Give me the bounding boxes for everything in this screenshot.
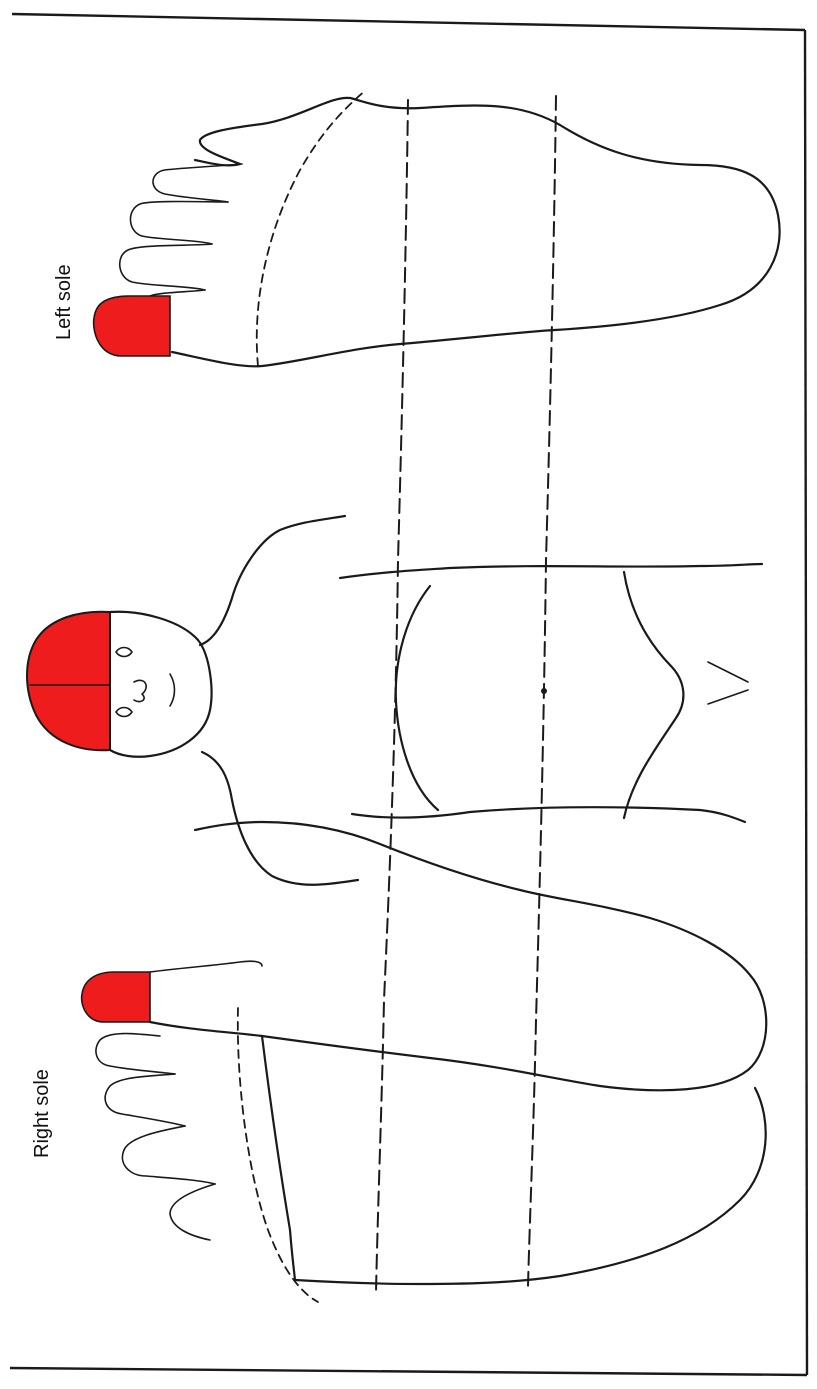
right-sole-heel: [295, 1088, 766, 1284]
right-sole-toe-4: [122, 1126, 215, 1184]
left-sole-toe-5: [150, 290, 205, 296]
right-sole: [82, 822, 767, 1302]
right-sole-toe-5: [170, 1184, 215, 1240]
frame-right-edge: [805, 30, 807, 1375]
face-outline: [110, 612, 212, 757]
left-sole-toe-3: [130, 202, 228, 245]
groin-line-2: [708, 690, 748, 704]
right-eye: [116, 708, 132, 717]
right-sole-toe-3: [105, 1074, 185, 1126]
right-big-toe: [82, 972, 150, 1022]
right-big-toe-base: [150, 961, 262, 972]
neck-right: [202, 752, 358, 885]
right-sole-outline: [150, 822, 766, 1090]
left-sole: [94, 90, 780, 366]
left-sole-outline: [172, 98, 780, 366]
right-sole-toe-2: [96, 1034, 175, 1075]
groin-line: [708, 662, 748, 682]
frame-top-edge: [12, 14, 805, 30]
left-eye: [116, 648, 132, 657]
left-big-toe: [94, 296, 170, 356]
left-sole-toe-2: [153, 164, 242, 202]
right-sole-label: Right sole: [31, 1069, 53, 1158]
neck-left: [200, 516, 345, 645]
frame-bottom-edge: [10, 1368, 807, 1375]
hip-curve: [624, 572, 683, 818]
torso-right-side: [352, 807, 745, 822]
upper-guide-line: [376, 100, 408, 1292]
head-top: [27, 612, 110, 751]
chest-line: [396, 586, 438, 810]
nose: [134, 680, 146, 701]
right-sole-arch: [262, 1036, 295, 1280]
left-sole-toe-4: [120, 244, 212, 290]
left-sole-label: Left sole: [53, 264, 75, 340]
left-sole-diaphragm-curve: [257, 90, 366, 366]
torso-left-side: [340, 564, 762, 578]
mouth: [170, 674, 175, 706]
guide-lines: [376, 96, 556, 1292]
